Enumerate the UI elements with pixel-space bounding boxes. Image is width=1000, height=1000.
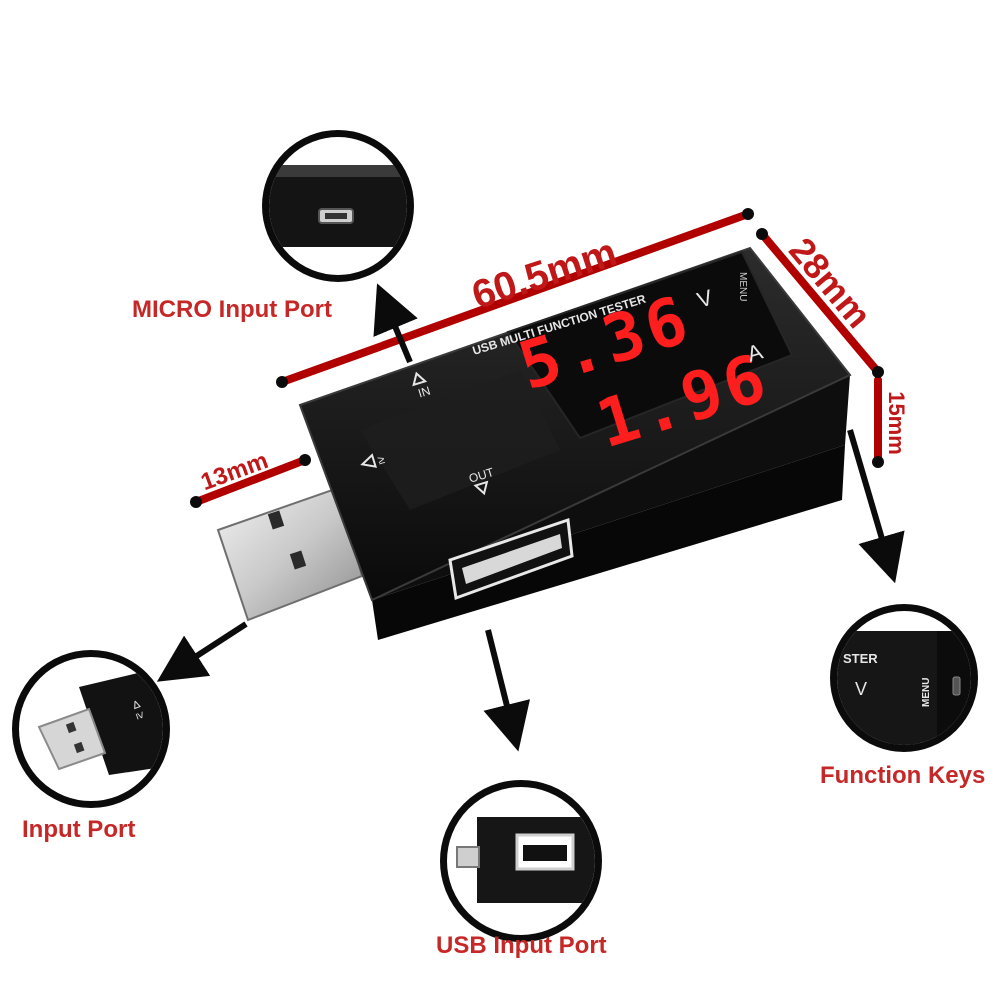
inset-micro-port [262, 130, 414, 282]
in-marking: IN [412, 371, 432, 401]
dim-end-dot [190, 496, 202, 508]
micro-input-port-label: MICRO Input Port [132, 296, 332, 323]
inset-function-keys: STER V MENU [830, 604, 978, 752]
micro-port-closeup [269, 165, 407, 247]
detail-v-text: V [855, 679, 867, 699]
inset-usb-port [440, 780, 602, 942]
svg-text:⊲ ≥: ⊲ ≥ [128, 697, 148, 721]
detail-menu-text: MENU [921, 678, 932, 707]
function-keys-label: Function Keys [820, 762, 986, 789]
dim-height-label: 15mm [883, 391, 909, 455]
input-port-label: Input Port [22, 816, 136, 843]
in-label: IN [416, 384, 432, 401]
dim-end-dot [756, 228, 768, 240]
arrow-input [156, 621, 248, 682]
dimension-lines [192, 210, 882, 506]
menu-text: MENU [737, 272, 748, 301]
arrow-usb [483, 629, 531, 752]
dim-end-dot [299, 454, 311, 466]
input-port-closeup: ⊲ ≥ [37, 667, 163, 775]
usb-input-port-label: USB Input Port [436, 932, 607, 959]
dim-end-dot [276, 376, 288, 388]
detail-tester-text: STER [843, 651, 878, 666]
dim-end-dot [872, 456, 884, 468]
function-keys-closeup: STER V MENU [837, 631, 971, 745]
usb-output-port [448, 517, 574, 601]
inset-input-port: ⊲ ≥ [12, 650, 170, 808]
callout-arrows [156, 283, 905, 752]
tester-body [298, 246, 852, 640]
in-symbol-side: ≥ [360, 452, 387, 468]
arrow-function [847, 429, 905, 584]
dim-end-dot [872, 366, 884, 378]
usb-port-closeup [456, 817, 595, 903]
dim-end-dot [742, 208, 754, 220]
svg-text:≥: ≥ [376, 452, 387, 467]
arrow-micro [373, 283, 418, 364]
usb-a-plug [216, 486, 364, 622]
